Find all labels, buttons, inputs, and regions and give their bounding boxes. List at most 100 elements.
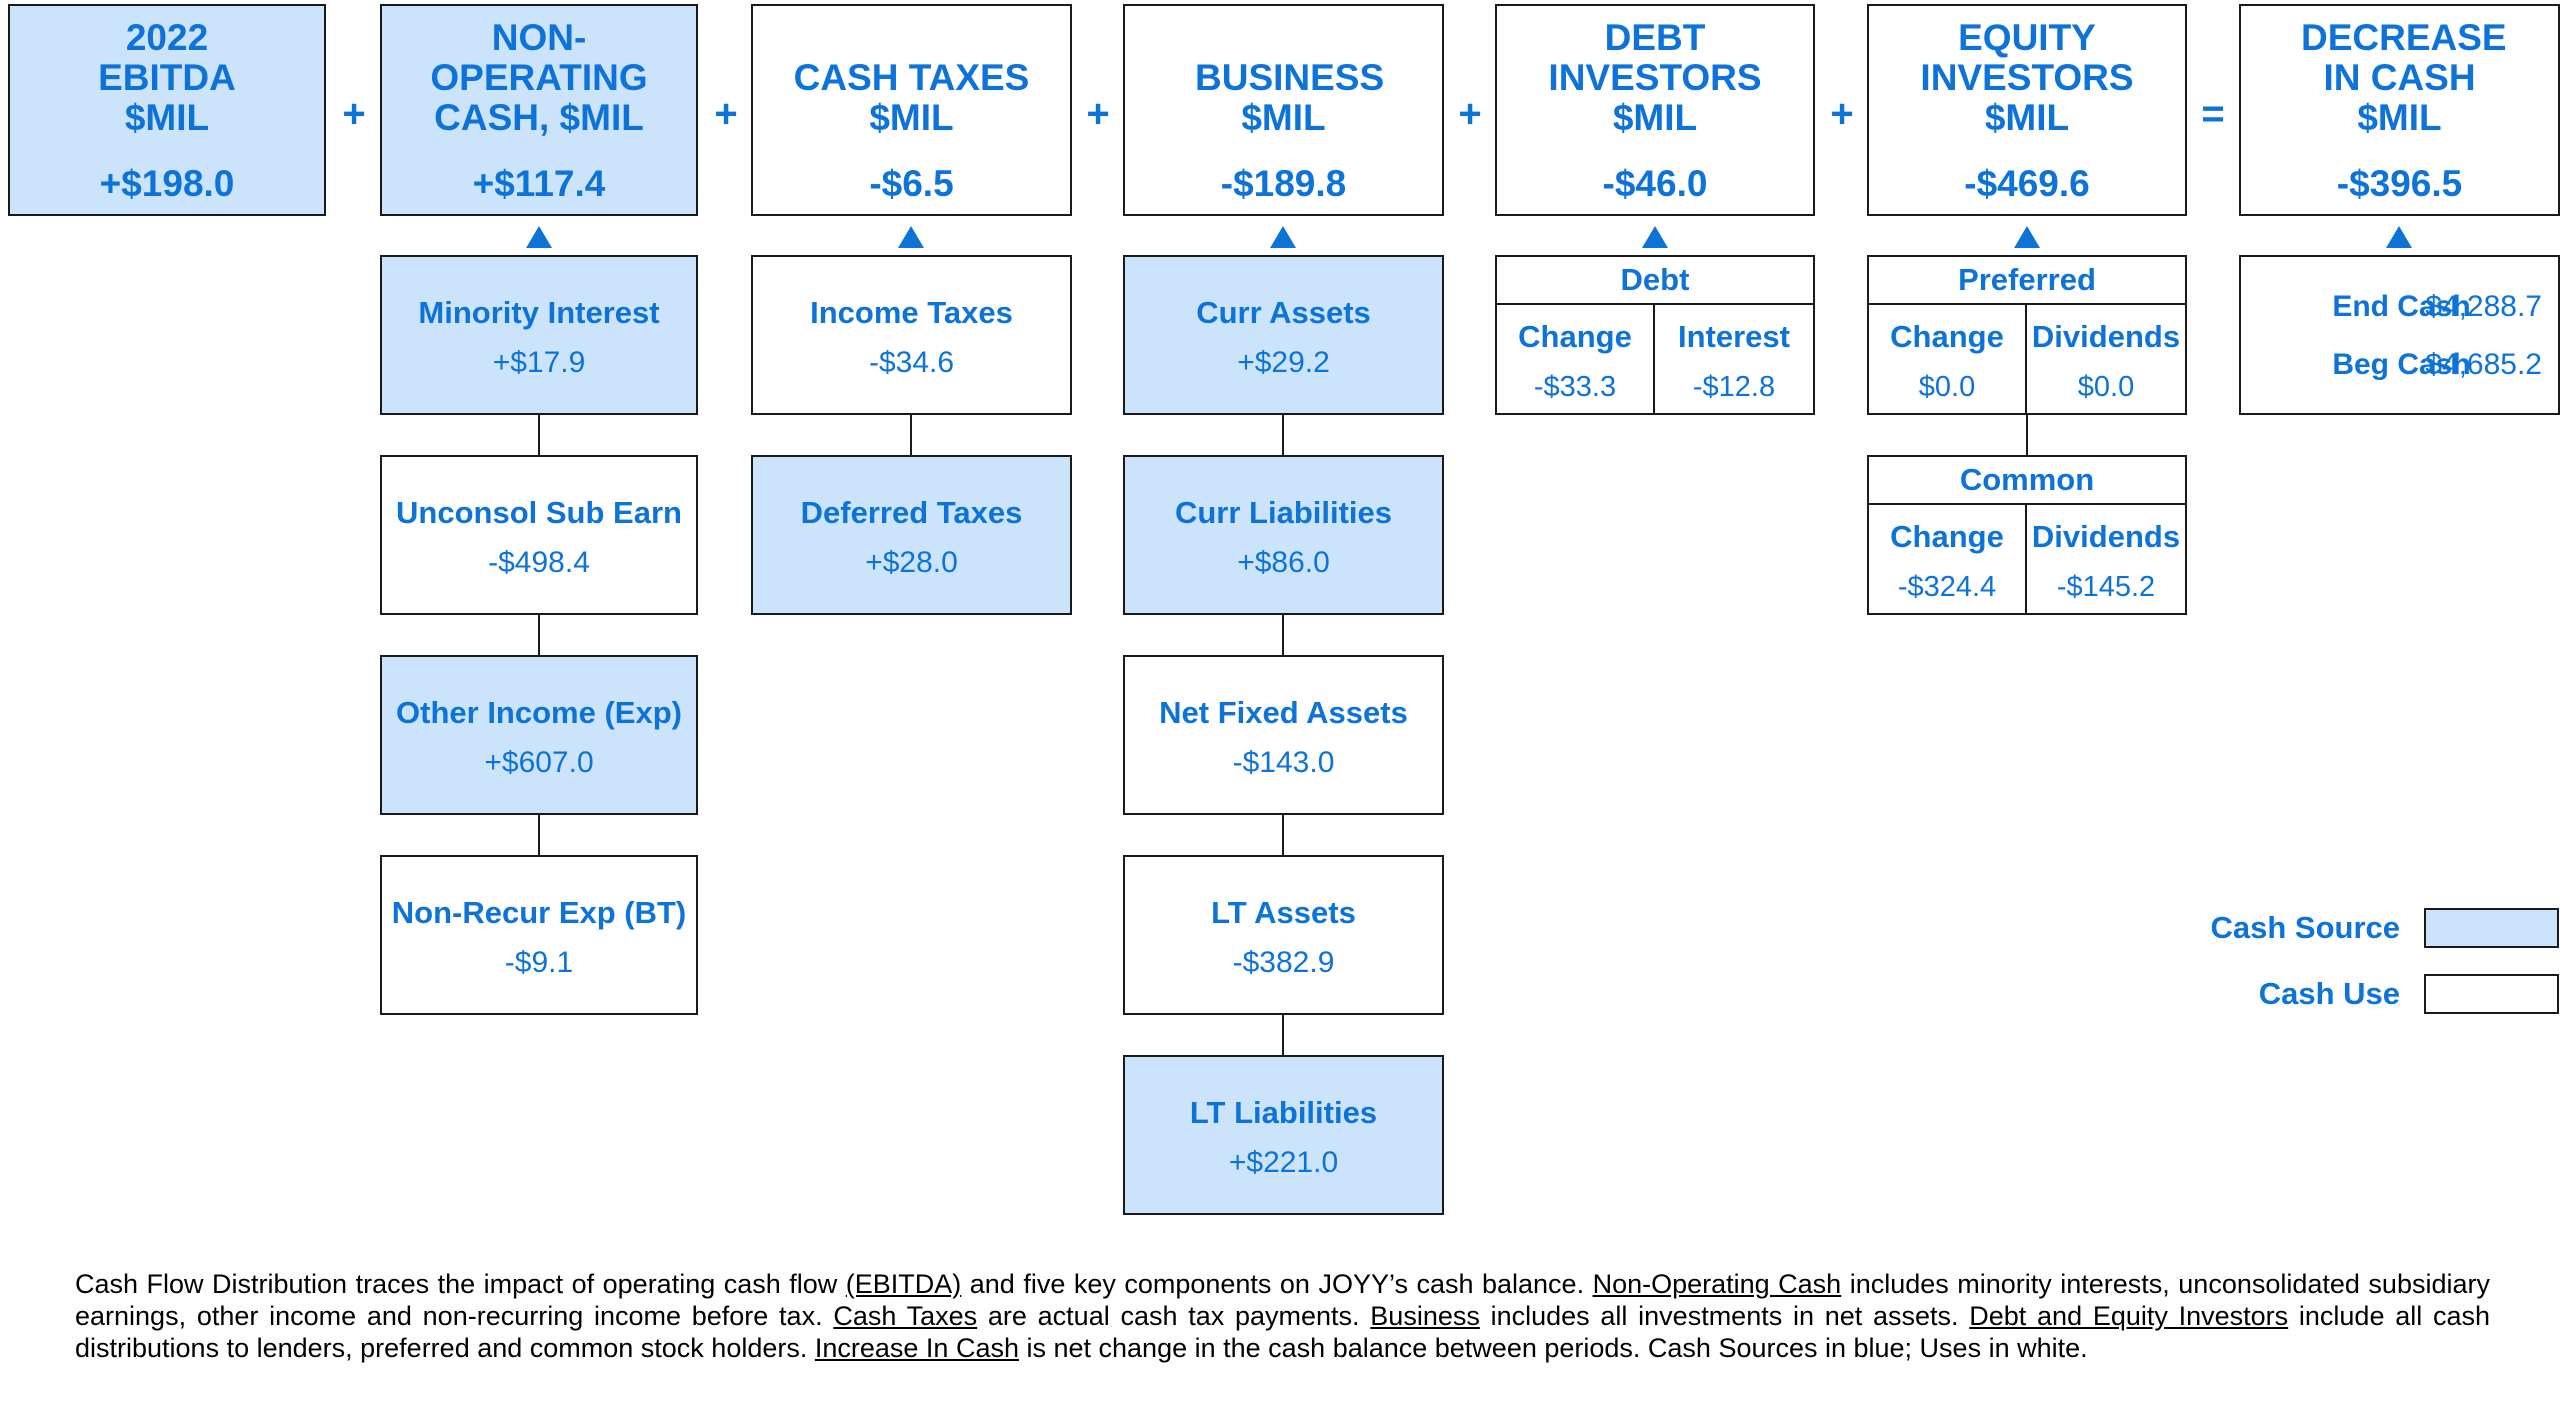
debt-box: DEBT INVESTORS $MIL -$46.0 <box>1495 4 1815 216</box>
nonop-item-minority: Minority Interest +$17.9 <box>380 255 698 415</box>
connector <box>1282 615 1284 655</box>
cash-detail: End Cash $4,288.7 Beg Cash $4,685.2 <box>2239 255 2560 415</box>
plus-operator: + <box>1830 92 1854 136</box>
up-arrow-icon <box>898 226 924 248</box>
nonop-value: +$117.4 <box>472 163 606 204</box>
ebitda-box: 2022 EBITDA $MIL +$198.0 <box>8 4 326 216</box>
footnote-term: Non-Operating Cash <box>1592 1269 1842 1299</box>
common-title: Common <box>1869 457 2185 505</box>
debt-detail-title: Debt <box>1497 257 1813 305</box>
business-item-curr-liabilities: Curr Liabilities +$86.0 <box>1123 455 1444 615</box>
item-value: -$34.6 <box>868 346 955 379</box>
item-label: LT Liabilities <box>1189 1095 1378 1130</box>
business-box: BUSINESS $MIL -$189.8 <box>1123 4 1444 216</box>
preferred-change-value: $0.0 <box>1918 371 1976 403</box>
connector <box>538 815 540 855</box>
taxes-value: -$6.5 <box>869 163 954 204</box>
legend-use-label: Cash Use <box>2258 976 2400 1011</box>
common-change-cell: Change -$324.4 <box>1869 505 2027 613</box>
footnote-text: and five key components on JOYY’s cash b… <box>961 1269 1593 1299</box>
footnote-term: Business <box>1370 1301 1480 1331</box>
footnote-text: are actual cash tax payments. <box>977 1301 1371 1331</box>
nonop-item-unconsol: Unconsol Sub Earn -$498.4 <box>380 455 698 615</box>
end-cash-label: End Cash <box>2332 290 2471 323</box>
plus-operator: + <box>714 92 738 136</box>
equity-value: -$469.6 <box>1964 163 2090 204</box>
footnote-text: includes minority interests, unconsolida… <box>75 1269 2490 1331</box>
connector <box>2026 415 2028 455</box>
item-label: Income Taxes <box>810 295 1013 330</box>
item-label: Non-Recur Exp (BT) <box>391 895 687 930</box>
end-cash-row: End Cash $4,288.7 <box>2261 289 2542 325</box>
equals-operator: = <box>2201 92 2225 136</box>
business-item-curr-assets: Curr Assets +$29.2 <box>1123 255 1444 415</box>
cash-value: -$396.5 <box>2336 163 2463 204</box>
debt-interest-label: Interest <box>1678 319 1790 354</box>
ebitda-value: +$198.0 <box>99 163 235 204</box>
plus-operator: + <box>1458 92 1482 136</box>
common-dividends-cell: Dividends -$145.2 <box>2027 505 2185 613</box>
item-label: Minority Interest <box>418 295 660 330</box>
business-title: BUSINESS $MIL <box>1195 57 1385 138</box>
ebitda-title: 2022 EBITDA $MIL <box>98 17 236 138</box>
debt-interest-value: -$12.8 <box>1692 371 1776 403</box>
debt-value: -$46.0 <box>1602 163 1708 204</box>
item-value: +$29.2 <box>1237 346 1330 379</box>
preferred-change-cell: Change $0.0 <box>1869 305 2027 413</box>
footnote-text: Cash Flow Distribution traces the impact… <box>75 1269 846 1299</box>
end-cash-value: $4,288.7 <box>2425 290 2542 323</box>
up-arrow-icon <box>526 226 552 248</box>
taxes-title: CASH TAXES $MIL <box>793 57 1030 138</box>
footnote-term: Increase In Cash <box>814 1333 1019 1363</box>
item-value: -$143.0 <box>1232 746 1335 779</box>
legend-use-swatch <box>2424 974 2559 1014</box>
debt-change-label: Change <box>1518 319 1632 354</box>
preferred-dividends-cell: Dividends $0.0 <box>2027 305 2185 413</box>
up-arrow-icon <box>2014 226 2040 248</box>
item-label: LT Assets <box>1211 895 1356 930</box>
business-item-net-fixed: Net Fixed Assets -$143.0 <box>1123 655 1444 815</box>
business-item-lt-assets: LT Assets -$382.9 <box>1123 855 1444 1015</box>
beg-cash-row: Beg Cash $4,685.2 <box>2261 347 2542 383</box>
plus-operator: + <box>342 92 366 136</box>
footnote-text: include all cash distributions to lender… <box>75 1301 2490 1363</box>
footnote-term: (EBITDA) <box>845 1269 962 1299</box>
item-label: Net Fixed Assets <box>1159 695 1408 730</box>
debt-detail: Debt Change -$33.3 Interest -$12.8 <box>1495 255 1815 415</box>
preferred-title: Preferred <box>1869 257 2185 305</box>
legend-source-label: Cash Source <box>2210 910 2400 945</box>
cash-title: DECREASE IN CASH $MIL <box>2301 17 2507 138</box>
common-change-label: Change <box>1890 519 2004 554</box>
item-label: Other Income (Exp) <box>396 695 682 730</box>
footnote-term: Debt and Equity Investors <box>1969 1301 2289 1331</box>
footnote-text: is net change in the cash balance betwee… <box>1018 1333 2088 1363</box>
legend-source-swatch <box>2424 908 2559 948</box>
debt-change-cell: Change -$33.3 <box>1497 305 1655 413</box>
connector <box>1282 1015 1284 1055</box>
cash-box: DECREASE IN CASH $MIL -$396.5 <box>2239 4 2560 216</box>
item-value: +$28.0 <box>865 546 958 579</box>
preferred-dividends-label: Dividends <box>2031 319 2181 354</box>
item-label: Deferred Taxes <box>800 495 1023 530</box>
tax-item-deferred: Deferred Taxes +$28.0 <box>751 455 1072 615</box>
connector <box>538 415 540 455</box>
up-arrow-icon <box>1270 226 1296 248</box>
footnote-text: includes all investments in net assets. <box>1479 1301 1970 1331</box>
up-arrow-icon <box>2386 226 2412 248</box>
connector <box>1282 415 1284 455</box>
common-change-value: -$324.4 <box>1897 571 1997 603</box>
debt-interest-cell: Interest -$12.8 <box>1655 305 1813 413</box>
preferred-change-label: Change <box>1890 319 2004 354</box>
up-arrow-icon <box>1642 226 1668 248</box>
item-value: +$86.0 <box>1237 546 1330 579</box>
debt-title: DEBT INVESTORS $MIL <box>1548 17 1762 138</box>
connector <box>538 615 540 655</box>
footnote: Cash Flow Distribution traces the impact… <box>75 1268 2490 1364</box>
common-detail: Common Change -$324.4 Dividends -$145.2 <box>1867 455 2187 615</box>
footnote-term: Cash Taxes <box>833 1301 978 1331</box>
item-value: -$9.1 <box>504 946 574 979</box>
common-dividends-label: Dividends <box>2031 519 2181 554</box>
preferred-detail: Preferred Change $0.0 Dividends $0.0 <box>1867 255 2187 415</box>
item-value: +$607.0 <box>484 746 594 779</box>
beg-cash-value: $4,685.2 <box>2425 348 2542 381</box>
